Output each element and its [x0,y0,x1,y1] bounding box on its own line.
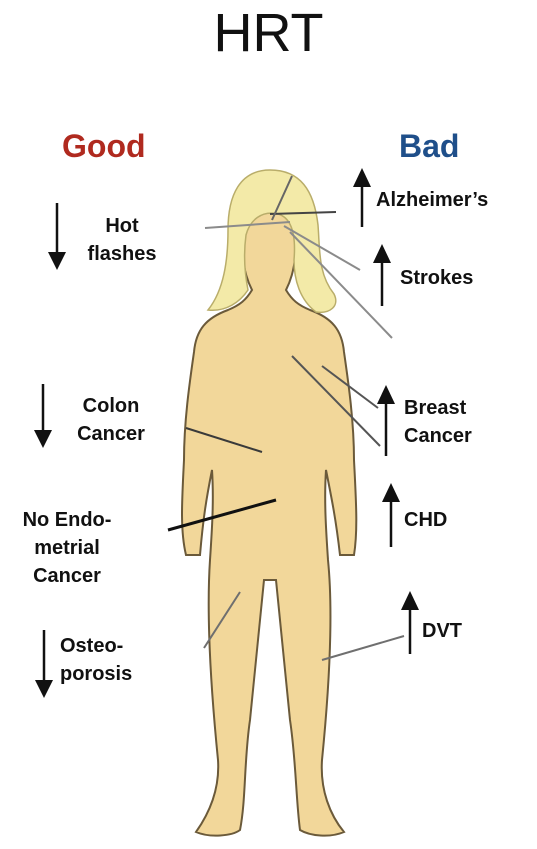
label-line: Osteo- [60,632,170,660]
label-alzheimers: Alzheimer’s [376,186,536,214]
label-line: Cancer [404,422,514,450]
label-line: porosis [60,660,170,688]
label-line: Alzheimer’s [376,186,536,214]
label-line: CHD [404,506,484,534]
label-strokes: Strokes [400,264,510,292]
body-silhouette [182,180,356,836]
label-dvt: DVT [422,617,502,645]
label-line: Hot [72,212,172,240]
label-line: DVT [422,617,502,645]
down-arrow-icon [48,203,66,270]
label-line: Colon [58,392,164,420]
label-line: Breast [404,394,514,422]
label-endometrial-cancer: No Endo- metrial Cancer [6,506,128,590]
label-hot-flashes: Hot flashes [72,212,172,268]
down-arrow-icon [35,630,53,698]
label-line: Strokes [400,264,510,292]
label-osteoporosis: Osteo- porosis [60,632,170,688]
down-arrow-icon [34,384,52,448]
up-arrow-icon [373,244,391,306]
label-line: No Endo- [6,506,128,534]
up-arrow-icon [382,483,400,547]
label-breast-cancer: Breast Cancer [404,394,514,450]
label-line: flashes [72,240,172,268]
label-chd: CHD [404,506,484,534]
label-line: Cancer [6,562,128,590]
label-colon-cancer: Colon Cancer [58,392,164,448]
pointer-line-dvt [322,636,404,660]
up-arrow-icon [401,591,419,654]
label-line: Cancer [58,420,164,448]
up-arrow-icon [353,168,371,227]
label-line: metrial [6,534,128,562]
